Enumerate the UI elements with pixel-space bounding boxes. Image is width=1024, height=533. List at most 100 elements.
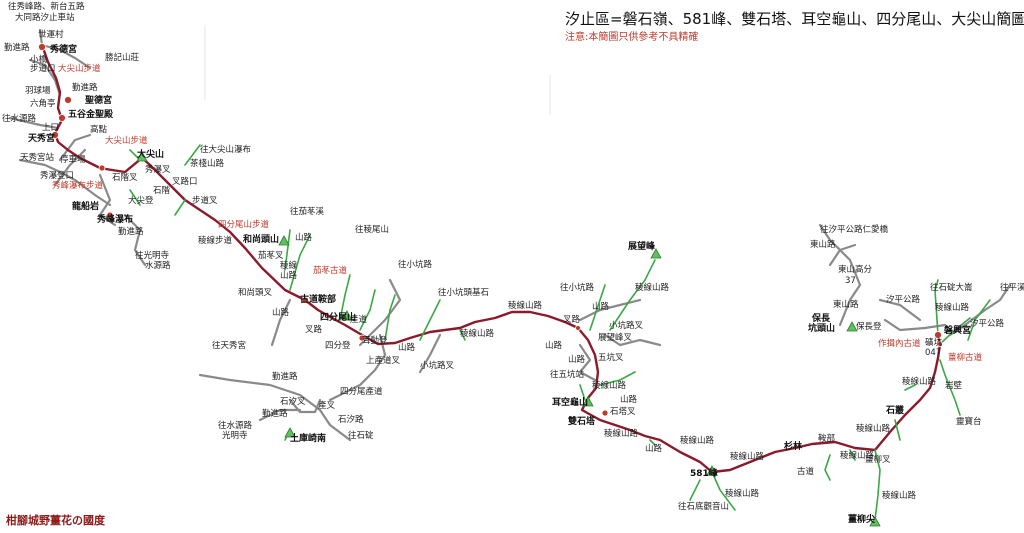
label-junction: 薑柳叉: [865, 454, 891, 465]
label-temple: 秀德宮: [49, 43, 77, 55]
label-junction: 上產道叉: [366, 355, 401, 366]
label-junction: 五坑叉: [598, 352, 624, 363]
label-road: 石汐路: [338, 414, 364, 425]
label-place: 大同路汐止車站: [15, 12, 75, 23]
label-place: 光明寺: [222, 430, 248, 441]
label-direction: 往稜尾山: [355, 224, 389, 235]
label-road: 古道: [797, 466, 815, 477]
label-junction: 小坑路叉: [420, 360, 455, 371]
label-ridge: 稜線山路: [902, 376, 937, 387]
label-peak: 大尖山: [137, 148, 164, 160]
label-direction: 往小坑路: [560, 282, 595, 293]
label-trail: 四分尾山步道: [218, 219, 270, 230]
label-place: 東山高分: [838, 264, 873, 275]
ridges: [129, 144, 991, 521]
label-ridge: 稜線山路: [592, 380, 627, 391]
label-road: 勤進路: [72, 82, 98, 93]
label-place: 步道口: [30, 63, 56, 74]
label-place: 停車場: [60, 154, 86, 165]
label-junction: 秀瀑叉: [145, 164, 171, 175]
label-ridge: 稜線步道: [198, 235, 233, 246]
label-place: 勝記山莊: [105, 52, 140, 63]
label-ridge: 稜線山路: [680, 435, 715, 446]
label-peak: 耳空龜山: [552, 396, 588, 408]
label-road: 山路: [568, 354, 586, 365]
label-ridge: 稜線山路: [604, 428, 639, 439]
label-ridge: 稜線: [280, 260, 298, 271]
label-direction: 往石碇: [348, 430, 374, 441]
label-road: 東山路: [810, 239, 836, 250]
map-title: 汐止區=磐石嶺、581峰、雙石塔、耳空龜山、四分尾山、大尖山簡圖: [565, 10, 1024, 28]
label-direction: 往茄苳溪: [290, 206, 325, 217]
label-road: 山路: [645, 443, 663, 454]
label-road: 產道: [350, 314, 368, 325]
label-junction: 石塔叉: [610, 406, 636, 417]
label-place: 往秀峰路、新台五路: [8, 1, 85, 12]
label-road: 汐平公路: [886, 294, 921, 305]
label-peak: 和尚頭山: [242, 233, 279, 245]
label-place: 保長登: [856, 321, 882, 332]
label-temple: 磐興宮: [943, 324, 971, 336]
label-road: 山路: [592, 301, 610, 312]
label-junction: 叉路口: [172, 176, 198, 187]
label-peak: 展望峰: [628, 240, 656, 252]
label-trail: 秀峰瀑布步道: [52, 180, 104, 191]
label-place: 秀峰瀑布: [96, 213, 133, 225]
label-peak: 四分尾山: [320, 311, 356, 323]
label-road: 往水源路: [2, 113, 37, 124]
label-place: 四分登: [325, 340, 351, 351]
label-junction: 叉路: [305, 324, 323, 335]
label-ridge: 稜線山路: [725, 488, 760, 499]
label-place: 秀瀑登口: [40, 170, 74, 181]
label-direction: 往天秀宮: [212, 340, 246, 351]
label-place: 鞍部: [818, 433, 836, 444]
label-direction: 往小坑路: [398, 259, 433, 270]
label-place: 高點: [90, 124, 108, 135]
label-road: 山路: [295, 232, 313, 243]
label-road: 山路: [272, 307, 290, 318]
label-direction: 往小坑頭基石: [438, 287, 489, 298]
label-place: 小橋: [30, 54, 48, 65]
label-peak: 坑頭山: [808, 322, 835, 334]
label-place: 世運村: [38, 29, 64, 40]
label-direction: 往大尖山瀑布: [200, 144, 251, 155]
label-direction: 往光明寺: [135, 250, 170, 261]
label-place: 上口: [42, 123, 59, 133]
label-junction: 叉路: [563, 314, 581, 325]
label-ridge: 稜線山路: [856, 423, 891, 434]
label-ridge: 稜線山路: [508, 300, 543, 311]
label-road: 汐平公路: [970, 318, 1005, 329]
label-junction: 石汐叉: [280, 396, 306, 407]
label-place: 杉林: [784, 440, 803, 452]
label-place: 保長: [811, 312, 831, 324]
label-peak: 581峰: [690, 467, 719, 479]
label-ridge: 稜線山路: [460, 328, 495, 339]
label-trail: 大尖山步道: [58, 63, 101, 74]
label-road: 勤進路: [4, 42, 30, 53]
label-place: 大尖登: [128, 195, 154, 206]
label-ridge: 稜線山路: [635, 282, 670, 293]
label-junction: 和尚頭叉: [238, 287, 273, 298]
label-place: 靈寶台: [956, 416, 982, 427]
markers: [38, 43, 943, 527]
label-trail: 茄苳古道: [313, 265, 348, 276]
label-junction: 產叉: [318, 400, 336, 411]
label-place: 羽球場: [25, 85, 51, 96]
label-road: 水源路: [145, 260, 171, 271]
label-ridge: 稜線山路: [935, 302, 970, 313]
label-place: 047: [925, 348, 941, 358]
label-temple: 天秀宮: [28, 132, 55, 144]
label-place: 天秀宮站: [20, 152, 55, 163]
label-place: 耳動登: [362, 335, 388, 346]
label-direction: 往汐平公路仁愛橋: [820, 224, 889, 235]
label-junction: 小坑路叉: [609, 320, 644, 331]
label-direction: 往石碇大崙: [930, 282, 973, 293]
label-ridge: 稜線山路: [730, 451, 765, 462]
label-peak: 土庫崎南: [290, 432, 326, 444]
label-road: 勤進路: [118, 226, 144, 237]
label-place: 岩壁: [945, 380, 963, 391]
label-road: 四分尾產道: [340, 386, 383, 397]
label-road: 茶棧山路: [190, 158, 225, 169]
